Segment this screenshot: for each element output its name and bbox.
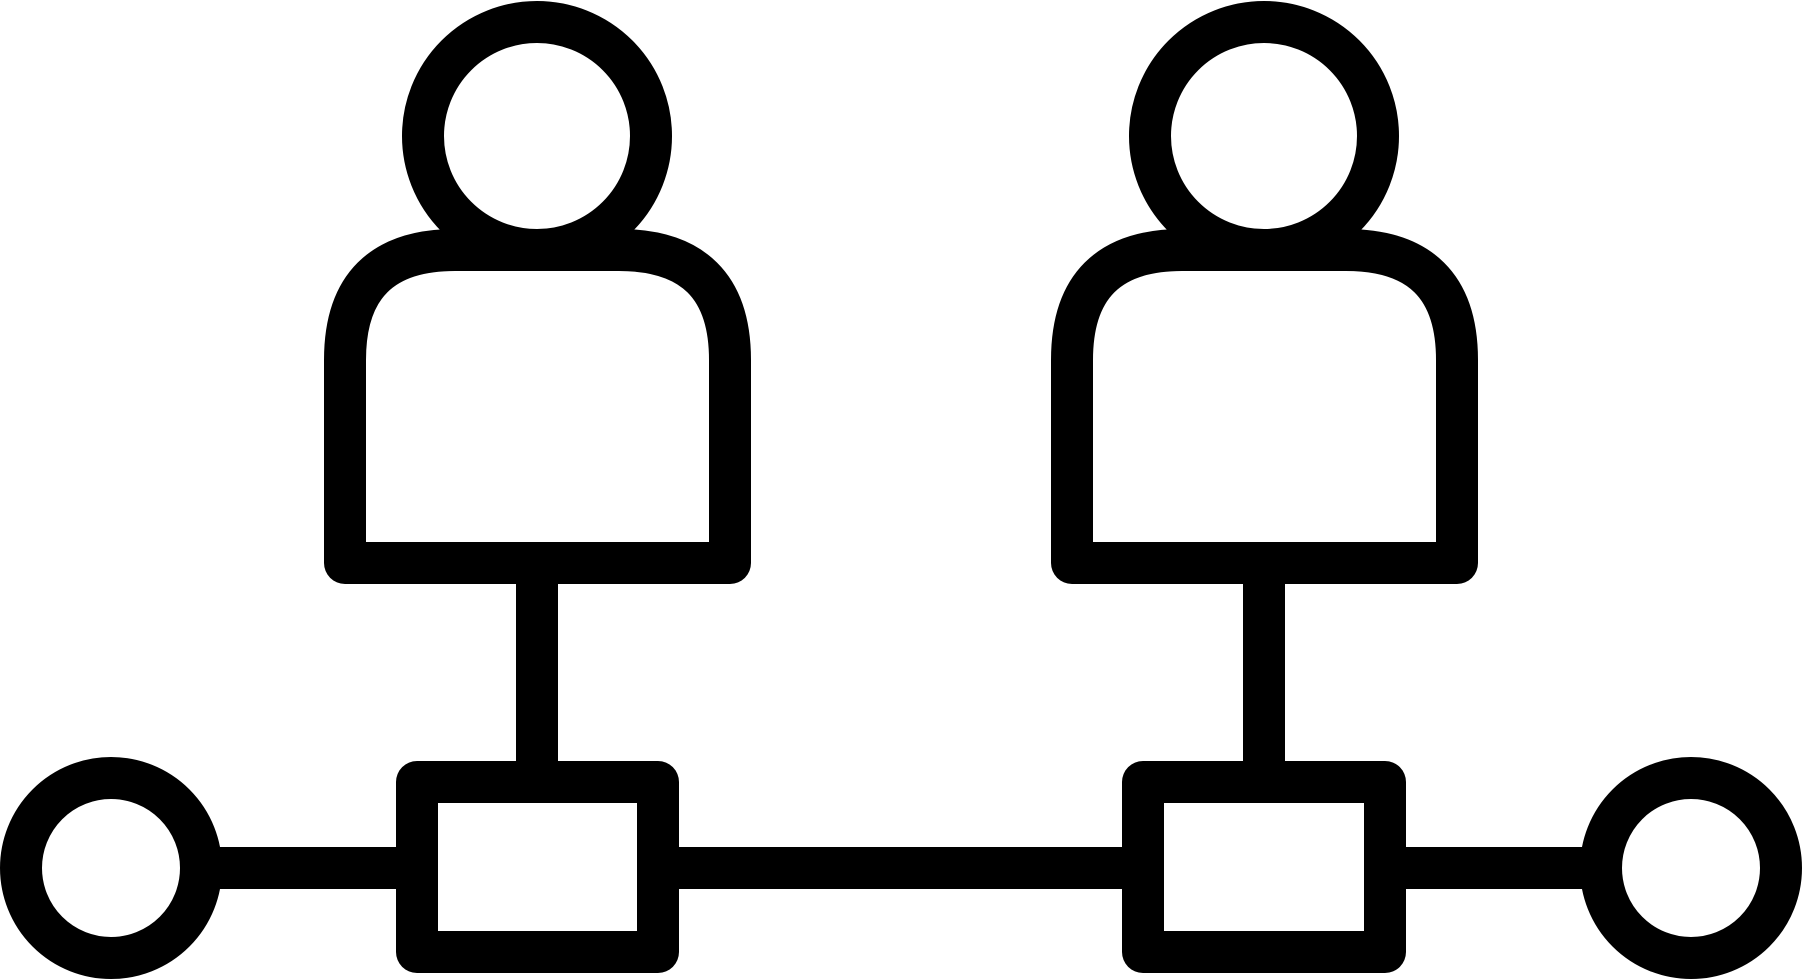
person-left-body — [324, 229, 751, 584]
person-left-icon — [324, 1, 751, 782]
person-right-head — [1129, 1, 1399, 271]
network-box-left — [396, 761, 679, 973]
person-left-head — [402, 1, 672, 271]
endpoint-left-node — [0, 757, 222, 979]
network-box-right — [1122, 761, 1406, 973]
endpoint-right-node — [1580, 757, 1802, 979]
person-right-body — [1051, 229, 1478, 584]
person-right-icon — [1051, 1, 1478, 782]
